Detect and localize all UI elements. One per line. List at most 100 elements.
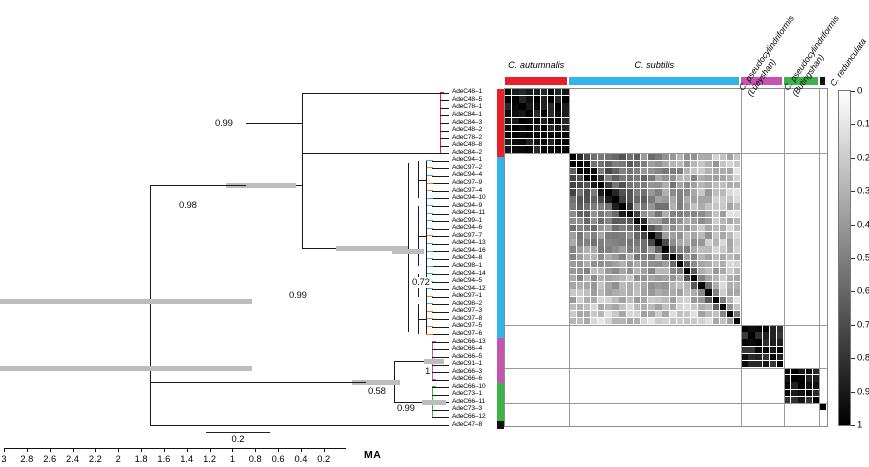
tree-branch <box>432 251 449 253</box>
heatmap-cell <box>583 303 591 311</box>
heatmap-cell <box>662 232 669 239</box>
heatmap-cell <box>662 282 669 289</box>
heatmap-cell <box>569 310 576 318</box>
species-bar <box>505 77 568 85</box>
tree-branch <box>440 107 449 109</box>
tree-branch <box>408 162 409 333</box>
heatmap-cell <box>733 246 741 253</box>
tree-branch <box>432 289 449 291</box>
heatmap-cell <box>569 160 576 167</box>
heatmap-cell <box>712 203 719 210</box>
heatmap-cell <box>676 160 684 167</box>
heatmap-cell <box>648 203 655 210</box>
colorbar-gradient <box>838 90 851 426</box>
tree-branch <box>432 228 449 230</box>
heatmap-cell <box>590 282 598 289</box>
axis-tick <box>209 448 211 452</box>
rotated-species-labels: C. pseudocylindriformis(Lüeyshan)C. pseu… <box>737 0 869 98</box>
node-hpd-bar <box>352 379 400 385</box>
group-color-segment <box>497 338 504 384</box>
heatmap-cell <box>626 153 634 160</box>
heatmap-cell <box>662 217 669 225</box>
heatmap-cell <box>569 217 576 225</box>
tip-label: AdeC97–2 <box>452 163 482 171</box>
heatmap-cell <box>612 174 619 182</box>
heatmap-cell <box>633 174 641 182</box>
species-bar <box>569 77 740 85</box>
heatmap-cell <box>605 196 612 203</box>
heatmap-cell <box>683 196 691 203</box>
node-hpd-bar <box>336 245 408 251</box>
heatmap-cell <box>676 303 684 311</box>
heatmap-block-separator <box>505 324 827 326</box>
heatmap-cell <box>648 196 655 203</box>
heatmap-cell <box>605 210 612 218</box>
heatmap-cell <box>598 303 605 311</box>
heatmap-cell <box>698 224 705 232</box>
heatmap-cell <box>598 317 605 325</box>
heatmap-cell <box>655 246 662 253</box>
heatmap-cell <box>662 224 669 232</box>
tip-label: AdeC94–14 <box>452 269 486 277</box>
heatmap-cell <box>533 139 540 146</box>
tree-branch <box>302 247 336 249</box>
heatmap-cell <box>676 253 684 260</box>
heatmap-cell <box>698 275 705 282</box>
heatmap-cell <box>640 196 648 203</box>
heatmap-cell <box>741 339 748 346</box>
heatmap-cell <box>512 124 519 132</box>
heatmap-cell <box>540 110 548 117</box>
heatmap-cell <box>776 332 784 339</box>
heatmap-cell <box>576 153 583 160</box>
tree-branch <box>432 341 449 343</box>
heatmap-cell <box>755 353 762 361</box>
heatmap-cell <box>576 196 583 203</box>
heatmap-cell <box>669 224 676 232</box>
heatmap-cell <box>712 232 719 239</box>
heatmap-cell <box>669 282 676 289</box>
heatmap-cell <box>519 110 526 117</box>
heatmap-cell <box>691 196 698 203</box>
heatmap-cell <box>633 310 641 318</box>
tip-label: AdeC97–3 <box>452 307 482 315</box>
heatmap-cell <box>547 124 555 132</box>
heatmap-cell <box>576 239 583 246</box>
axis-tick-label: 0.4 <box>294 454 308 464</box>
heatmap-cell <box>576 317 583 325</box>
heatmap-cell <box>569 210 576 218</box>
heatmap-cell <box>691 217 698 225</box>
tip-label: AdeC66–5 <box>452 352 482 360</box>
colorbar-tick-label: 1 <box>857 419 863 431</box>
heatmap-cell <box>712 289 719 296</box>
heatmap-cell <box>605 317 612 325</box>
heatmap-cell <box>533 110 540 117</box>
tree-branch <box>432 409 449 411</box>
heatmap-cell <box>569 232 576 239</box>
axis-unit-label: MA <box>364 449 382 461</box>
heatmap-cell <box>655 203 662 210</box>
tip-label: AdeC84–2 <box>452 148 482 156</box>
tree-branch <box>302 153 440 155</box>
heatmap-cell <box>683 246 691 253</box>
heatmap-cell <box>812 396 820 404</box>
heatmap-cell <box>619 153 626 160</box>
heatmap-cell <box>726 153 734 160</box>
heatmap-cell <box>640 203 648 210</box>
axis-tick <box>95 448 97 452</box>
distance-heatmap <box>504 88 828 427</box>
heatmap-cell <box>648 282 655 289</box>
heatmap-cell <box>526 124 533 132</box>
heatmap-cell <box>626 282 634 289</box>
tree-branch <box>432 364 449 366</box>
heatmap-cell <box>626 189 634 196</box>
tip-label: AdeC48–1 <box>452 88 482 96</box>
heatmap-cell <box>705 317 712 325</box>
tree-branch <box>432 168 449 170</box>
heatmap-cell <box>755 346 762 353</box>
heatmap-cell <box>555 96 562 103</box>
heatmap-cell <box>698 246 705 253</box>
heatmap-cell <box>669 253 676 260</box>
heatmap-cell <box>655 182 662 189</box>
heatmap-cell <box>791 389 798 396</box>
